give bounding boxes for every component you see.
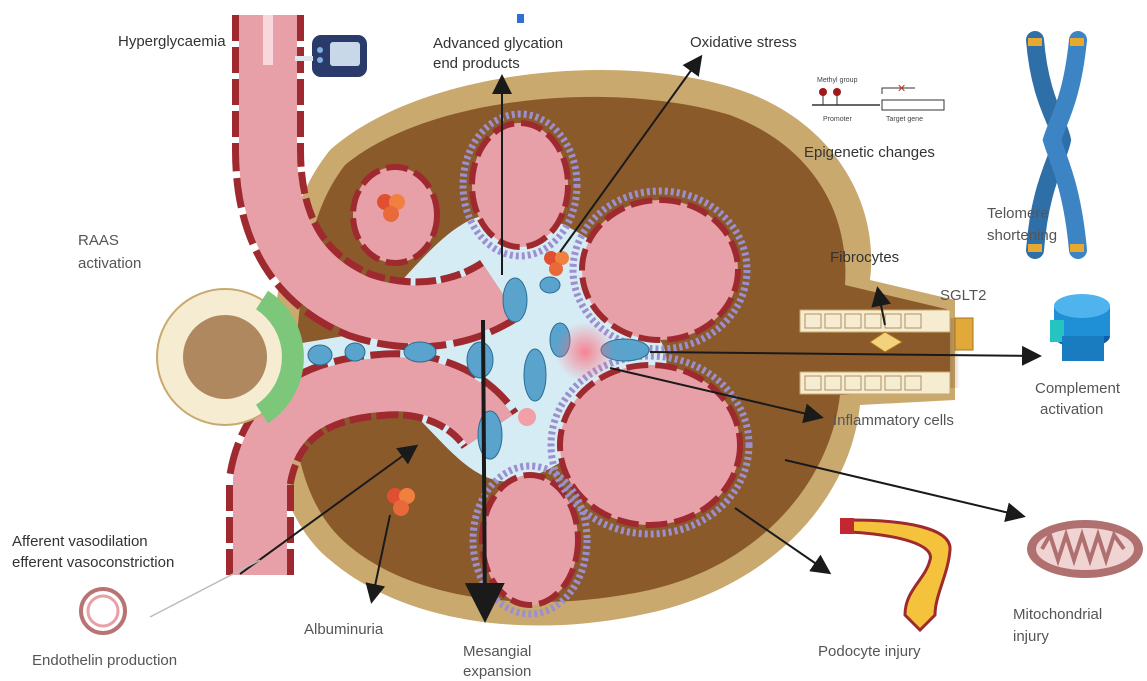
inflammation-glow <box>555 322 615 382</box>
svg-text:✕: ✕ <box>897 83 906 95</box>
sglt2-transporter <box>955 318 973 350</box>
mitochondrial-label-line2: injury <box>1013 628 1049 645</box>
glucometer-icon <box>295 35 367 77</box>
endothelium-ring-icon <box>81 589 125 633</box>
inflammatory-cell <box>518 408 536 426</box>
complement-icon <box>1050 294 1110 361</box>
podocyte-injury-label: Podocyte injury <box>818 643 921 660</box>
age-label-line1: Advanced glycation <box>433 35 563 52</box>
endothelin-label: Endothelin production <box>32 652 177 669</box>
sglt2-label: SGLT2 <box>940 287 986 304</box>
methyl-group-label: Methyl group <box>817 77 858 84</box>
mesangial-arrow <box>483 320 485 615</box>
afferent-label-line2: efferent vasoconstriction <box>12 554 174 571</box>
epigenetic-icon: ✕ Methyl group Promoter Target gene <box>812 77 944 123</box>
oxidative-stress-label: Oxidative stress <box>690 34 797 51</box>
complement-label-line2: activation <box>1040 401 1103 418</box>
telomere-label-line1: Telomere <box>987 205 1049 222</box>
albuminuria-label: Albuminuria <box>304 621 384 638</box>
complement-label-line1: Complement <box>1035 380 1121 397</box>
target-gene-label: Target gene <box>886 116 923 123</box>
raas-label-line1: RAAS <box>78 232 119 249</box>
distal-tubule <box>157 289 293 425</box>
fibrocytes-label: Fibrocytes <box>830 249 899 266</box>
raas-label-line2: activation <box>78 255 141 272</box>
mesangial-label-line1: Mesangial <box>463 643 531 660</box>
promoter-label: Promoter <box>823 116 852 123</box>
mitochondrion-icon <box>1027 520 1143 578</box>
hyperglycaemia-label: Hyperglycaemia <box>118 33 226 50</box>
mesangial-label-line2: expansion <box>463 663 531 680</box>
inflammatory-cells-label: Inflammatory cells <box>833 412 954 429</box>
age-label-line2: end products <box>433 55 520 72</box>
afferent-label-line1: Afferent vasodilation <box>12 533 148 550</box>
mitochondrial-label-line1: Mitochondrial <box>1013 606 1102 623</box>
age-molecule-icon <box>517 14 524 23</box>
telomere-label-line2: shortening <box>987 227 1057 244</box>
epigenetic-changes-label: Epigenetic changes <box>804 144 935 161</box>
podocyte-injury-icon <box>840 518 950 630</box>
